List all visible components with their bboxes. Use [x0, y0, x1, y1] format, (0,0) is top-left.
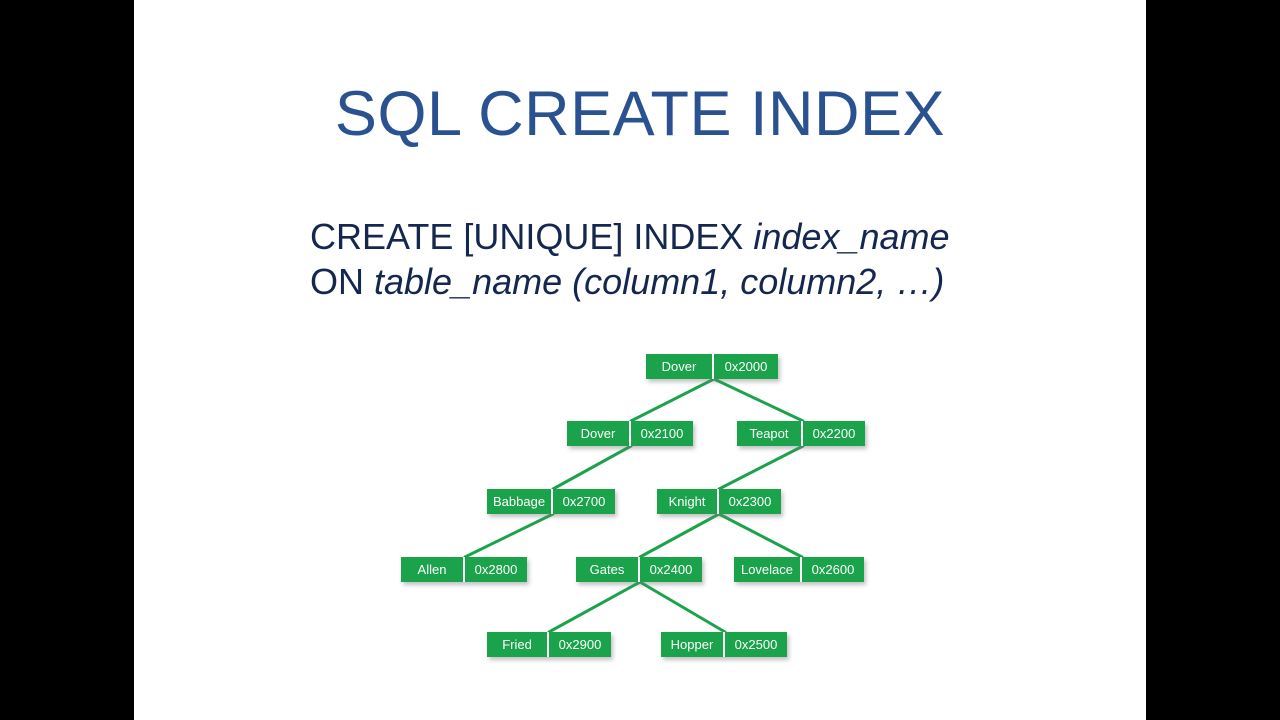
btree-node-key: Hopper: [661, 632, 725, 657]
btree-edge: [638, 580, 727, 634]
btree-node-key: Lovelace: [734, 557, 802, 582]
page-title: SQL CREATE INDEX: [334, 79, 946, 149]
syntax-keyword-create: CREATE [UNIQUE] INDEX: [310, 216, 754, 257]
syntax-keyword-on: ON: [310, 261, 375, 302]
btree-node-pointer: 0x2000: [714, 354, 778, 379]
btree-node-key: Teapot: [737, 421, 803, 446]
btree-node-pointer: 0x2500: [725, 632, 787, 657]
btree-edge: [712, 377, 805, 423]
btree-node-pointer: 0x2600: [802, 557, 864, 582]
btree-node-key: Dover: [646, 354, 714, 379]
sql-syntax-block: CREATE [UNIQUE] INDEX index_name ON tabl…: [310, 214, 950, 304]
syntax-line-2: ON table_name (column1, column2, …): [310, 259, 950, 304]
btree-node-key: Allen: [401, 557, 465, 582]
btree-edge: [629, 377, 716, 423]
btree-node-key: Gates: [576, 557, 640, 582]
btree-node-pointer: 0x2200: [803, 421, 865, 446]
btree-node-pointer: 0x2100: [631, 421, 693, 446]
letterbox-right: [1146, 0, 1280, 720]
btree-edge: [717, 512, 804, 559]
btree-node-pointer: 0x2800: [465, 557, 527, 582]
btree-connectors: [463, 377, 805, 634]
syntax-placeholder-columns: column1, column2, …: [584, 261, 933, 302]
btree-edge: [638, 512, 721, 559]
syntax-paren-open: (: [562, 261, 585, 302]
btree-node-pointer: 0x2300: [719, 489, 781, 514]
btree-edge: [717, 444, 805, 491]
syntax-line-1: CREATE [UNIQUE] INDEX index_name: [310, 214, 950, 259]
syntax-paren-close: ): [932, 261, 945, 302]
btree-node-key: Knight: [657, 489, 719, 514]
btree-node-pointer: 0x2400: [640, 557, 702, 582]
letterbox-left: [0, 0, 134, 720]
slide-canvas: SQL CREATE INDEX CREATE [UNIQUE] INDEX i…: [134, 0, 1146, 720]
syntax-placeholder-table-name: table_name: [374, 261, 563, 302]
btree-edge: [463, 512, 555, 559]
btree-node-key: Babbage: [487, 489, 553, 514]
btree-node-pointer: 0x2900: [549, 632, 611, 657]
btree-edge: [551, 444, 633, 491]
btree-node-key: Fried: [487, 632, 549, 657]
btree-node-pointer: 0x2700: [553, 489, 615, 514]
syntax-placeholder-index-name: index_name: [753, 216, 950, 257]
btree-edge: [547, 580, 642, 634]
btree-node-key: Dover: [567, 421, 631, 446]
